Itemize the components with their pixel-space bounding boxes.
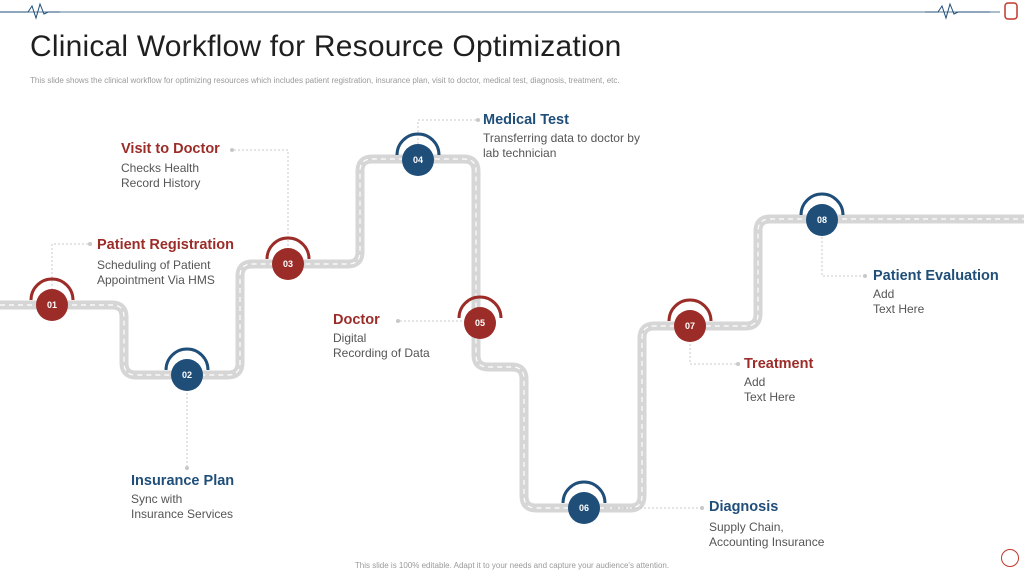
step-treatment: Treatment Add Text Here [744,355,813,405]
step-number-01: 01 [36,289,68,321]
step-desc-line: Sync with [131,492,183,506]
arc-07 [667,298,713,322]
step-desc-line: Appointment Via HMS [97,273,215,287]
step-desc-line: Text Here [744,390,796,404]
step-number-03: 03 [272,248,304,280]
step-doctor: Doctor Digital Recording of Data [333,311,430,361]
step-desc-line: Accounting Insurance [709,535,825,549]
step-desc-line: lab technician [483,146,557,160]
step-visit-to-doctor: Visit to Doctor Checks Health Record His… [121,140,220,191]
step-insurance-plan: Insurance Plan Sync with Insurance Servi… [131,472,234,522]
step-number-04: 04 [402,144,434,176]
arc-01 [29,277,75,301]
step-number-02: 02 [171,359,203,391]
step-title: Treatment [744,356,814,372]
step-desc-line: Digital [333,331,367,345]
step-number-07: 07 [674,310,706,342]
road-base [0,154,1024,513]
step-title: Medical Test [483,112,569,128]
connectors [51,119,865,509]
heartbeat-icon [925,2,990,20]
step-medical-test: Medical Test Transferring data to doctor… [483,111,640,161]
arc-02 [164,347,210,371]
step-patient-registration: Patient Registration Scheduling of Patie… [97,236,234,288]
step-desc-line: Supply Chain, [709,520,784,534]
step-number-05: 05 [464,307,496,339]
step-desc-line: Recording of Data [333,346,430,360]
page-title: Clinical Workflow for Resource Optimizat… [30,30,622,63]
step-desc-line: Transferring data to doctor by [483,131,640,145]
corner-circle-icon [1001,549,1019,567]
step-diagnosis: Diagnosis Supply Chain, Accounting Insur… [709,498,824,550]
arc-04 [395,132,441,156]
step-title: Diagnosis [709,499,779,515]
step-desc-line: Scheduling of Patient [97,258,211,272]
step-patient-evaluation: Patient Evaluation Add Text Here [873,267,999,317]
step-title: Patient Registration [97,237,234,253]
connector-dots [88,118,867,510]
step-desc-line: Text Here [873,302,925,316]
road-dashes [0,158,1024,509]
heartbeat-header-line [0,2,1018,20]
step-title: Doctor [333,312,380,328]
stethoscope-icon [1004,2,1018,20]
step-desc-line: Record History [121,176,201,190]
step-title: Insurance Plan [131,473,235,489]
heartbeat-icon [0,2,60,20]
arc-08 [799,192,845,216]
step-number-08: 08 [806,204,838,236]
arc-05 [457,295,503,319]
step-title: Patient Evaluation [873,268,999,284]
step-title: Visit to Doctor [121,141,220,157]
step-desc-line: Insurance Services [131,507,234,521]
step-desc-line: Add [873,287,895,301]
step-desc-line: Add [744,375,766,389]
page-footer: This slide is 100% editable. Adapt it to… [354,561,670,570]
page-subtitle: This slide shows the clinical workflow f… [30,76,620,85]
arc-06 [561,480,607,504]
step-desc-line: Checks Health [121,161,200,175]
arc-03 [265,236,311,260]
step-number-06: 06 [568,492,600,524]
